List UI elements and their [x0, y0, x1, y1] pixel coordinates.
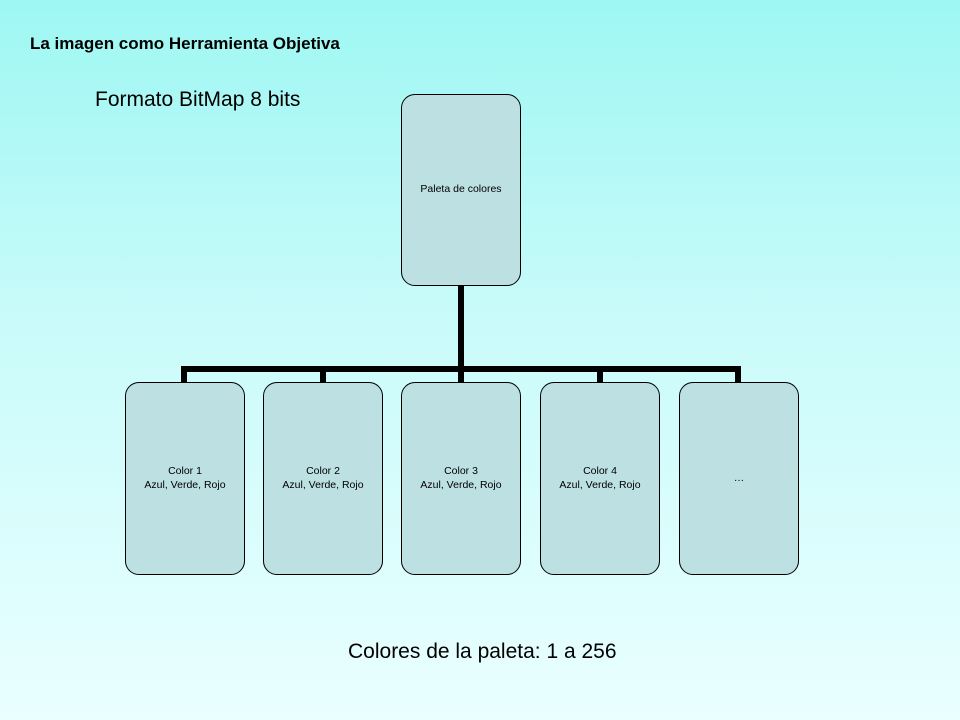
- slide-title: La imagen como Herramienta Objetiva: [30, 34, 340, 53]
- child-node-color-3: Color 3 Azul, Verde, Rojo: [401, 382, 521, 575]
- root-node-label: Paleta de colores: [420, 183, 502, 196]
- connector-horizontal-bar: [181, 366, 741, 372]
- child-node-color-4: Color 4 Azul, Verde, Rojo: [540, 382, 660, 575]
- child-node-color-1: Color 1 Azul, Verde, Rojo: [125, 382, 245, 575]
- child-node-title: Color 2: [306, 465, 340, 478]
- child-node-detail: Azul, Verde, Rojo: [420, 478, 502, 491]
- child-node-ellipsis: …: [679, 382, 799, 575]
- child-node-title: Color 4: [583, 465, 617, 478]
- child-node-detail: Azul, Verde, Rojo: [144, 478, 226, 491]
- child-node-detail: Azul, Verde, Rojo: [559, 478, 641, 491]
- connector-child-4: [597, 370, 603, 382]
- child-node-detail: Azul, Verde, Rojo: [282, 478, 364, 491]
- child-node-title: …: [733, 471, 745, 484]
- child-node-title: Color 3: [444, 465, 478, 478]
- connector-child-1: [181, 370, 187, 382]
- connector-child-5: [735, 370, 741, 382]
- child-node-color-2: Color 2 Azul, Verde, Rojo: [263, 382, 383, 575]
- child-node-title: Color 1: [168, 465, 202, 478]
- palette-range-caption: Colores de la paleta: 1 a 256: [348, 640, 617, 663]
- connector-child-2: [320, 370, 326, 382]
- connector-child-3: [458, 370, 464, 382]
- root-node-palette: Paleta de colores: [401, 94, 521, 286]
- connector-root-stem: [458, 286, 464, 368]
- slide-subtitle: Formato BitMap 8 bits: [95, 88, 301, 111]
